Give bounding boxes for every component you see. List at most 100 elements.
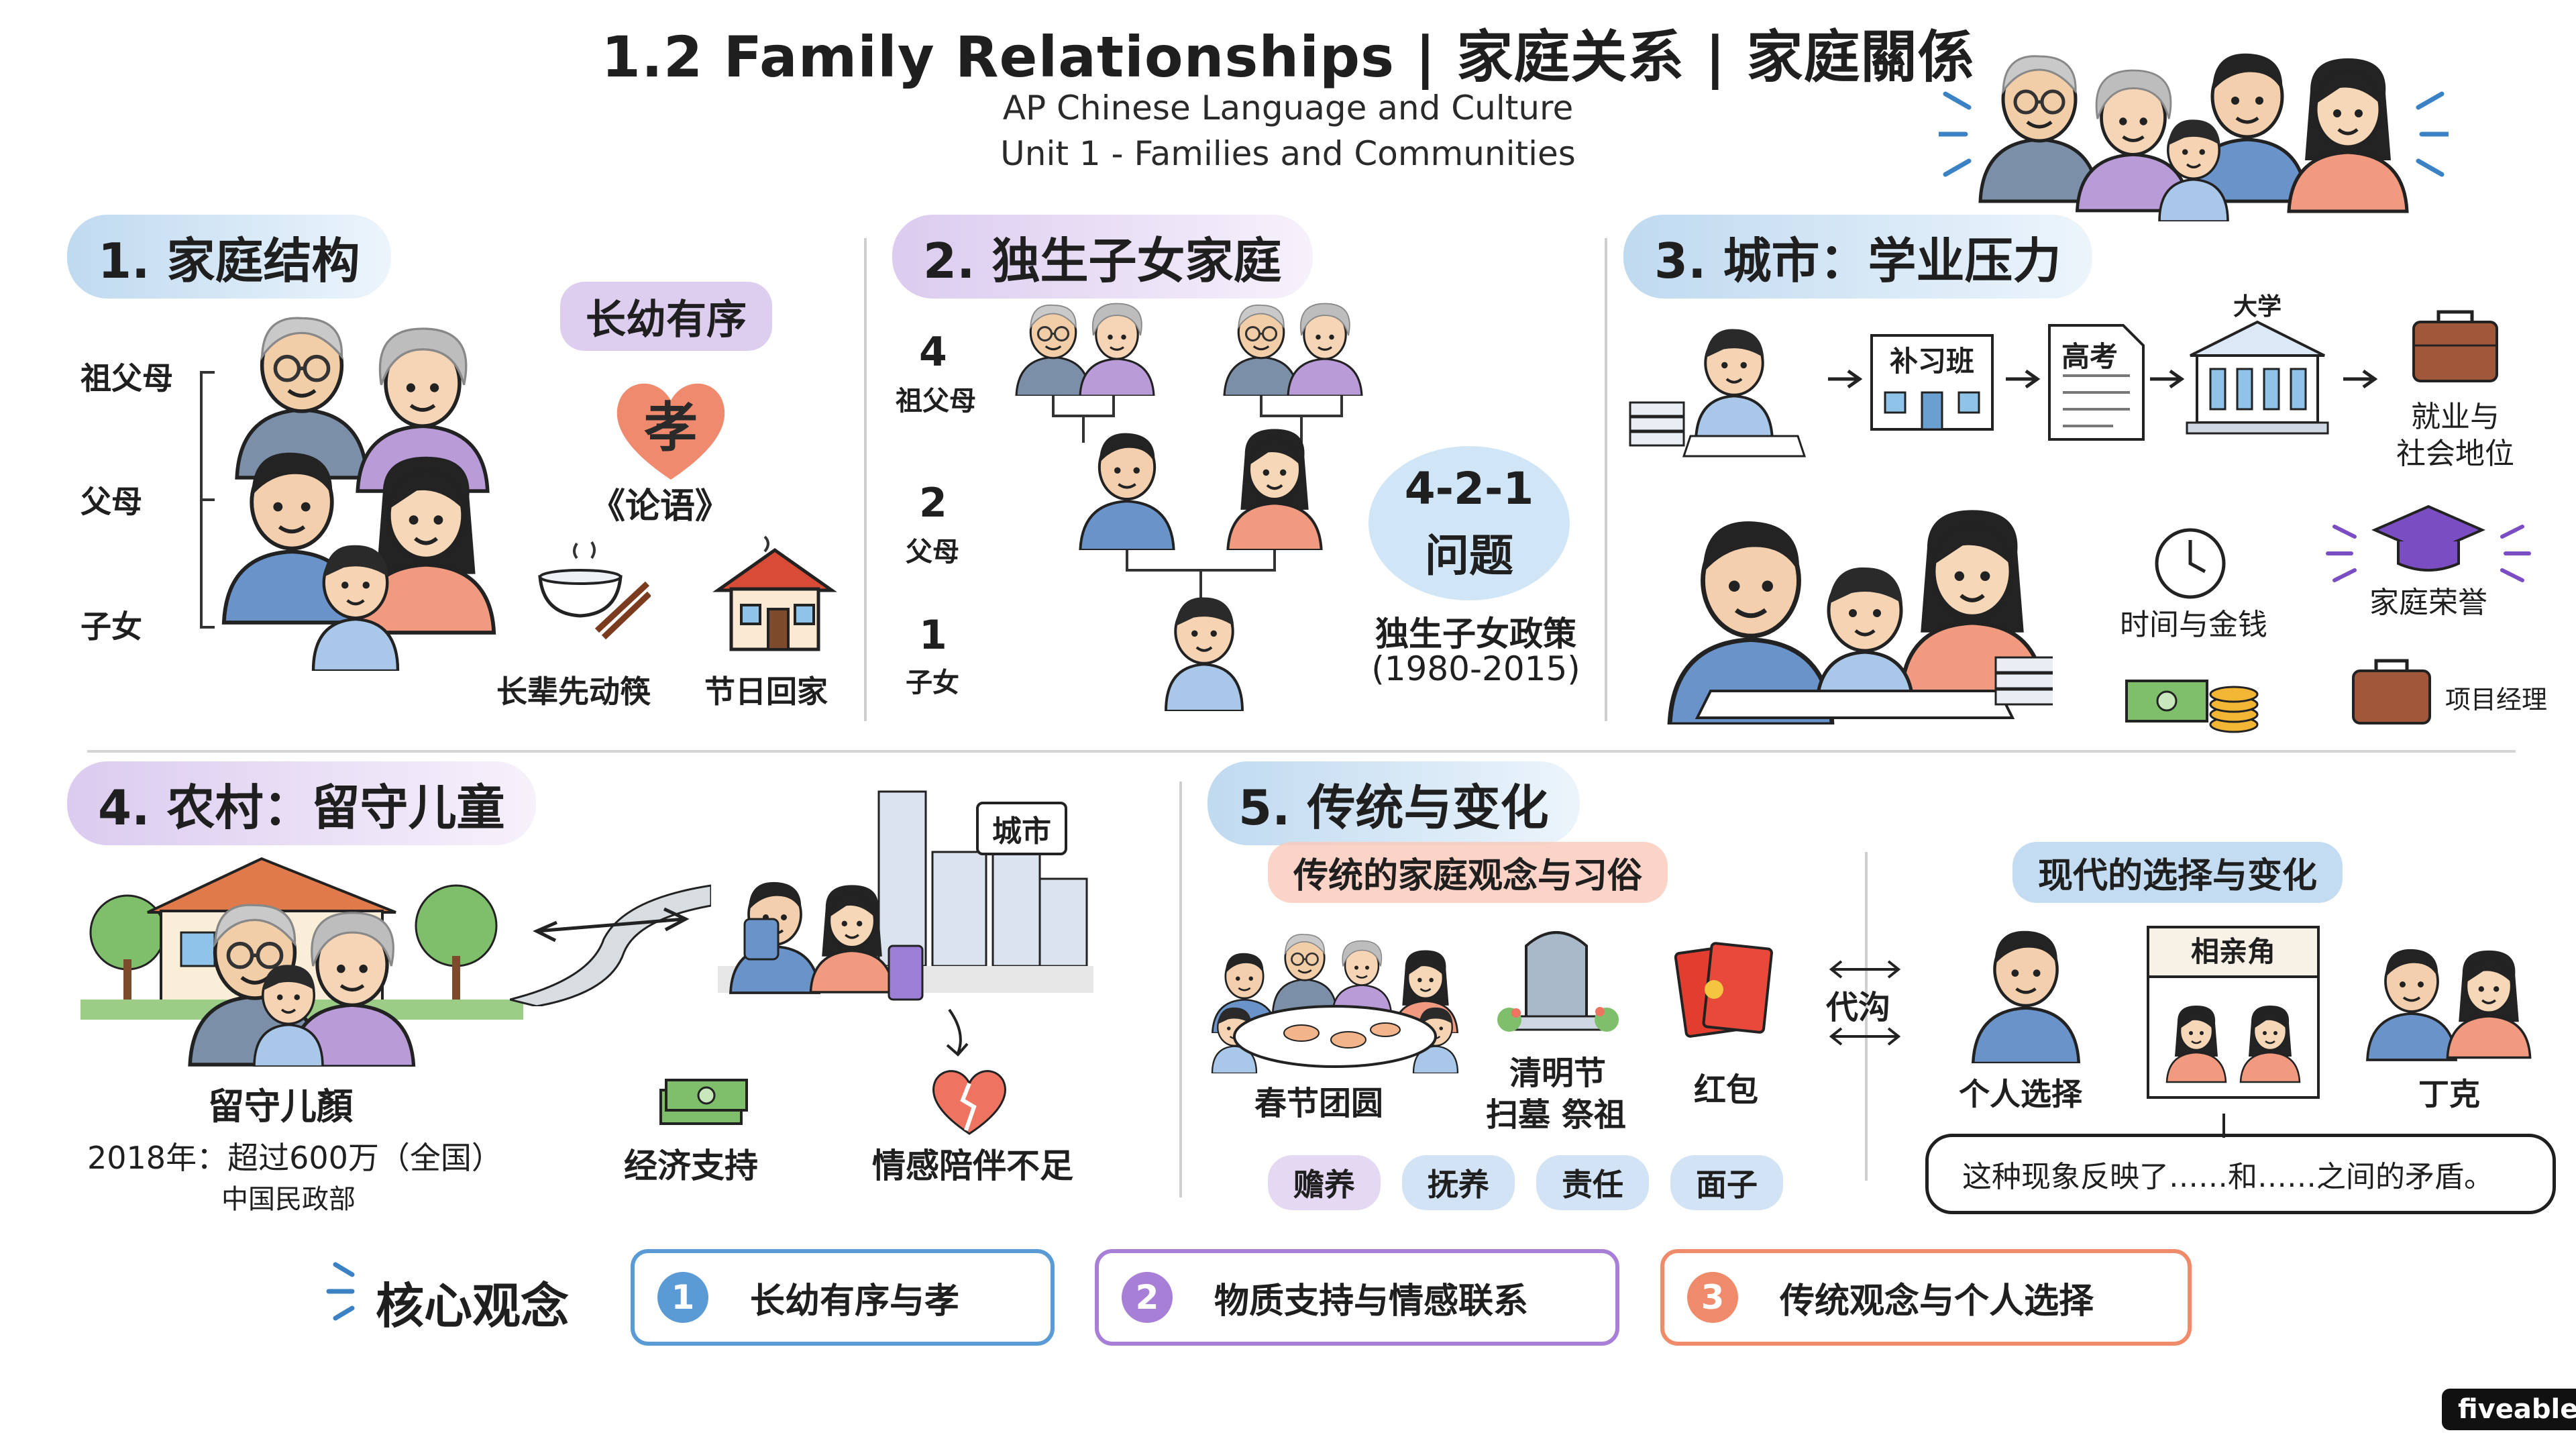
heart-icon: 孝 xyxy=(607,372,735,486)
university-label: 大学 xyxy=(2233,293,2282,321)
money-coins-icon xyxy=(2120,661,2267,738)
spring-reunion-label: 春节团圆 xyxy=(1254,1085,1384,1122)
value-tag-2: 抚养 xyxy=(1402,1155,1515,1210)
core-text-3: 传统观念与个人选择 xyxy=(1780,1281,2094,1322)
gen-label-grandparents: 祖父母 xyxy=(80,360,173,396)
421-number: 4-2-1 xyxy=(1404,463,1534,515)
qingming-label-2: 扫墓 祭祖 xyxy=(1486,1096,1626,1134)
arrow-2-icon xyxy=(2006,369,2041,389)
section-4-title: 4. 农村：留守儿童 xyxy=(67,761,536,845)
career-line-1: 就业与 xyxy=(2411,400,2500,434)
core-concepts-title: 核心观念 xyxy=(376,1278,570,1334)
briefcase-icon xyxy=(2408,305,2502,386)
university-building-icon xyxy=(2184,315,2331,436)
rice-bowl-chopsticks-icon xyxy=(530,530,652,651)
section-2-title: 2. 独生子女家庭 xyxy=(892,215,1313,299)
core-concept-2: 2 物质支持与情感联系 xyxy=(1095,1249,1619,1346)
road-to-city xyxy=(509,872,712,1008)
migrant-workers-city xyxy=(718,778,1093,1020)
qingming-label-1: 清明节 xyxy=(1509,1055,1607,1092)
emotional-gap-label: 情感陪伴不足 xyxy=(872,1146,1073,1185)
cram-school-label: 补习班 xyxy=(1889,345,1974,378)
core-number-2: 2 xyxy=(1122,1272,1173,1323)
matchmaking-label: 相亲角 xyxy=(2149,928,2317,978)
studying-student-icon xyxy=(1623,302,1811,476)
city-sign: 城市 xyxy=(976,802,1067,855)
arrow-3-icon xyxy=(2150,369,2185,389)
traditional-header: 传统的家庭观念与习俗 xyxy=(1268,842,1668,903)
gap-arrow-bottom-icon xyxy=(1829,1027,1901,1046)
core-number-1: 1 xyxy=(657,1272,708,1323)
holiday-home-label: 节日回家 xyxy=(704,674,828,710)
bubble-tail xyxy=(2222,1114,2225,1138)
personal-choice-label: 个人选择 xyxy=(1959,1076,2082,1112)
core-concept-3: 3 传统观念与个人选择 xyxy=(1660,1249,2192,1346)
clock-icon xyxy=(2150,523,2231,604)
unit-subtitle: Unit 1 - Families and Communities xyxy=(1000,134,1576,173)
modern-header: 现代的选择与变化 xyxy=(2012,842,2343,903)
divider-4-5 xyxy=(1179,782,1182,1197)
page-title: 1.2 Family Relationships | 家庭关系 | 家庭關係 xyxy=(601,24,1975,90)
generation-gap-label: 代沟 xyxy=(1826,989,1891,1026)
row-divider xyxy=(87,750,2516,753)
core-concept-1: 1 长幼有序与孝 xyxy=(631,1249,1055,1346)
left-behind-label: 留守儿顏 xyxy=(208,1085,353,1128)
filial-character: 孝 xyxy=(644,396,698,459)
parents-tutoring-child xyxy=(1650,490,2057,731)
gen-label-parents: 父母 xyxy=(80,484,142,520)
career-line-2: 社会地位 xyxy=(2396,437,2514,471)
course-subtitle: AP Chinese Language and Culture xyxy=(1002,89,1574,127)
stat-source: 中国民政部 xyxy=(221,1184,356,1215)
one-child-policy: 独生子女政策 xyxy=(1375,614,1576,653)
sentence-pattern-bubble: 这种现象反映了……和……之间的矛盾。 xyxy=(1925,1134,2556,1214)
tombstone-icon xyxy=(1489,919,1623,1040)
section-1-title: 1. 家庭结构 xyxy=(67,215,391,299)
arrow-4-icon xyxy=(2343,369,2378,389)
policy-years: (1980-2015) xyxy=(1371,649,1580,688)
time-money-label: 时间与金钱 xyxy=(2120,608,2267,642)
thinking-person-icon xyxy=(1959,912,2093,1067)
gaokao-label: 高考 xyxy=(2061,340,2118,373)
three-generation-family xyxy=(215,295,510,671)
seniority-tag: 长幼有序 xyxy=(560,282,772,351)
core-text-1: 长幼有序与孝 xyxy=(750,1281,960,1322)
core-number-3: 3 xyxy=(1687,1272,1738,1323)
header-family-illustration xyxy=(1936,13,2451,221)
broken-heart-icon xyxy=(926,1063,1013,1137)
left-behind-stat: 2018年：超过600万（全国） xyxy=(87,1140,502,1176)
gaokao-exam-paper: 高考 xyxy=(2046,322,2147,443)
brand-logo: fiveable xyxy=(2442,1389,2576,1430)
down-arrow-icon xyxy=(946,1008,969,1057)
core-text-2: 物质支持与情感联系 xyxy=(1214,1281,1529,1322)
generation-bracket xyxy=(200,371,215,629)
section-5-title: 5. 传统与变化 xyxy=(1208,761,1580,845)
gap-arrow-top-icon xyxy=(1829,960,1901,979)
dink-couple-icon xyxy=(2361,926,2536,1067)
label-child: 子女 xyxy=(906,667,959,698)
arrow-1-icon xyxy=(1828,369,1863,389)
family-tree-421 xyxy=(993,288,1409,718)
graduation-cap-icon xyxy=(2321,500,2536,587)
project-manager-label: 项目经理 xyxy=(2445,685,2548,714)
label-parents: 父母 xyxy=(906,537,959,568)
divider-1-2 xyxy=(864,238,867,721)
label-grandparents: 祖父母 xyxy=(896,386,976,417)
divider-2-3 xyxy=(1605,238,1607,721)
house-icon xyxy=(711,530,839,657)
count-child: 1 xyxy=(919,612,947,659)
matchmaking-corner-board: 相亲角 xyxy=(2147,926,2320,1099)
gen-label-children: 子女 xyxy=(80,608,142,645)
cash-icon xyxy=(654,1070,748,1130)
briefcase-small-icon xyxy=(2348,654,2435,728)
dink-label: 丁克 xyxy=(2418,1076,2480,1112)
count-grandparents: 4 xyxy=(919,329,947,376)
section-3-title: 3. 城市：学业压力 xyxy=(1623,215,2092,299)
reunion-dinner-icon xyxy=(1201,926,1469,1073)
count-parents: 2 xyxy=(919,480,947,527)
value-tag-3: 责任 xyxy=(1536,1155,1649,1210)
core-spark-icon xyxy=(326,1262,355,1321)
value-tag-1: 赡养 xyxy=(1268,1155,1381,1210)
cram-school-building: 补习班 xyxy=(1868,332,1996,433)
red-envelope-icon xyxy=(1670,936,1778,1043)
red-envelope-label: 红包 xyxy=(1694,1071,1759,1109)
